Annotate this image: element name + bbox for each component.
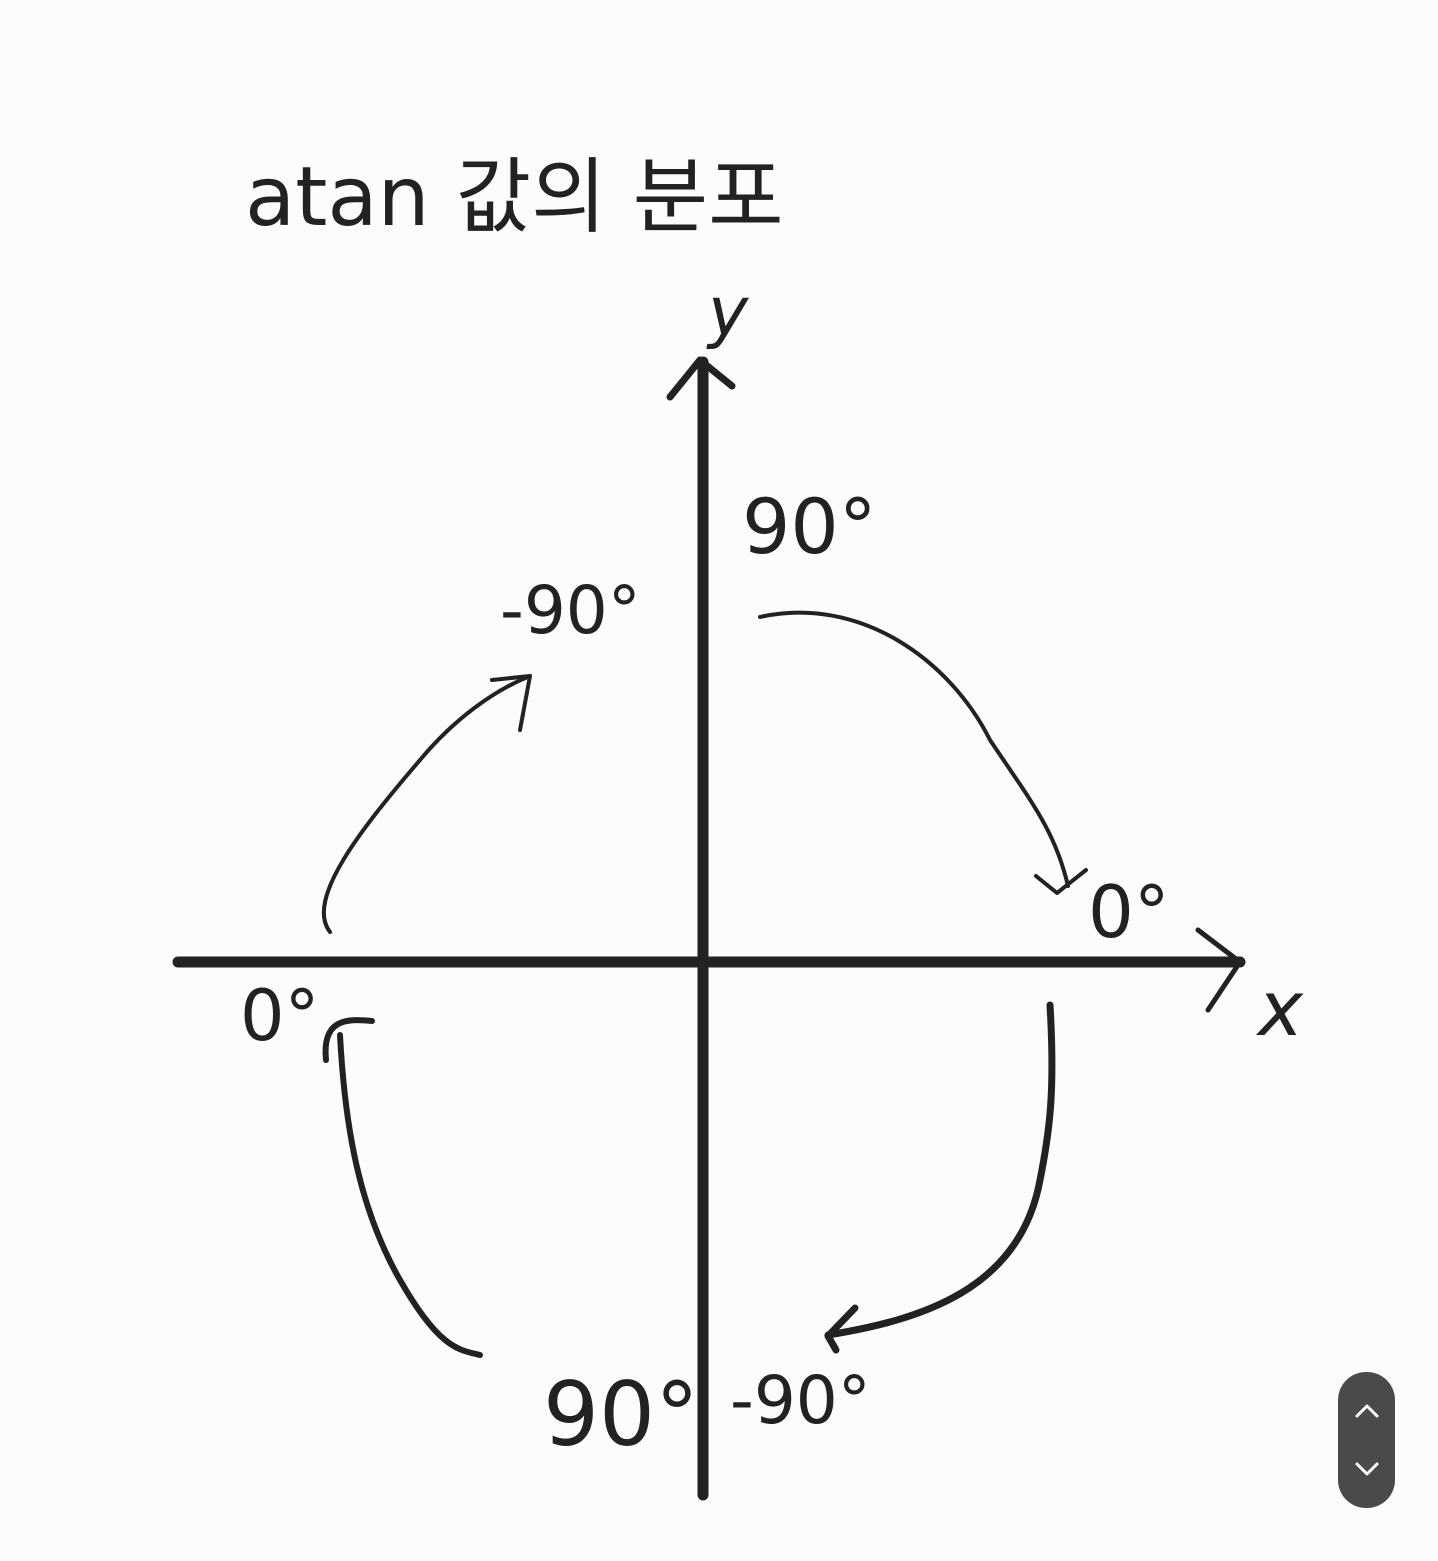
quadrant-4-arrow	[824, 1001, 1056, 1354]
chevron-up-icon	[1355, 1404, 1378, 1418]
y-axis-label: y	[706, 273, 749, 352]
quadrant-1-arrow	[758, 610, 1088, 895]
scroll-up-button[interactable]	[1347, 1391, 1387, 1431]
scroll-widget	[1338, 1372, 1395, 1508]
angle-label-q4-end: -90°	[730, 1362, 871, 1439]
angle-label-q1-start: 90°	[742, 482, 877, 571]
y-axis-arrowhead	[666, 356, 736, 401]
quadrant-3-arrow	[322, 1017, 483, 1358]
angle-label-q2-end: -90°	[500, 572, 641, 649]
angle-label-q2-start: 0°	[240, 975, 320, 1057]
x-axis-arrowhead	[1195, 927, 1243, 1013]
angle-label-q3-end: 90°	[543, 1363, 699, 1466]
diagram-title: atan 값의 분포	[245, 150, 784, 245]
quadrant-2-arrow	[322, 674, 532, 934]
chevron-down-icon	[1355, 1462, 1378, 1476]
x-axis-label: x	[1256, 964, 1304, 1053]
angle-label-q1-end: 0°	[1088, 870, 1170, 954]
scroll-down-button[interactable]	[1347, 1449, 1387, 1489]
